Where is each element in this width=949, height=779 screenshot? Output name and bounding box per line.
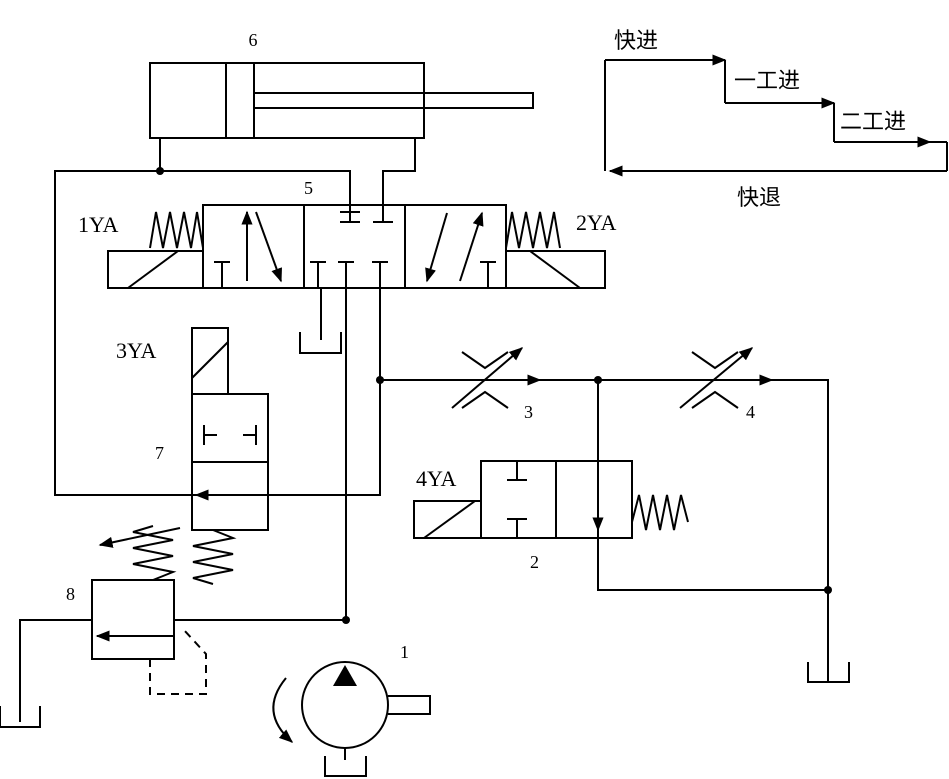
piston	[225, 62, 255, 139]
main-valve-number-label: 5	[304, 178, 313, 198]
second-feed-label: 二工进	[840, 110, 906, 135]
first-feed-label: 一工进	[734, 69, 800, 94]
throttle-line	[380, 374, 850, 683]
directional-valve-7	[191, 327, 269, 585]
piston-rod	[254, 92, 534, 109]
throttle-4-number-label: 4	[746, 402, 755, 422]
work-cycle-diagram	[604, 54, 948, 177]
solenoid-1ya-label: 1YA	[78, 212, 118, 237]
hydraulic-pump	[272, 661, 431, 777]
tank-symbol	[324, 756, 367, 777]
throttle-valve-3	[451, 347, 524, 409]
valve-2-number-label: 2	[530, 552, 539, 572]
solenoid-3ya-label: 3YA	[116, 338, 156, 363]
tank-symbol	[807, 662, 850, 683]
cylinder-lines	[54, 138, 416, 496]
tank-symbol	[299, 332, 342, 354]
solenoid-2ya	[505, 211, 606, 289]
cylinder-number-label: 6	[249, 30, 258, 50]
directional-valve-2	[413, 460, 689, 539]
solenoid-1ya	[107, 211, 204, 289]
hydraulic-cylinder	[149, 62, 534, 139]
valve-5-lines	[299, 288, 384, 624]
throttle-valve-4	[679, 347, 754, 409]
relief-valve-8	[0, 525, 346, 728]
valve-7-number-label: 7	[155, 443, 164, 463]
solenoid-2ya-label: 2YA	[576, 210, 616, 235]
tank-symbol	[0, 706, 41, 728]
solenoid-4ya-label: 4YA	[416, 466, 456, 491]
fast-return-label: 快退	[737, 186, 781, 211]
throttle-3-number-label: 3	[524, 402, 533, 422]
fast-forward-label: 快进	[614, 29, 658, 54]
pump-number-label: 1	[400, 642, 409, 662]
directional-valve-5	[202, 204, 507, 289]
relief-valve-number-label: 8	[66, 584, 75, 604]
